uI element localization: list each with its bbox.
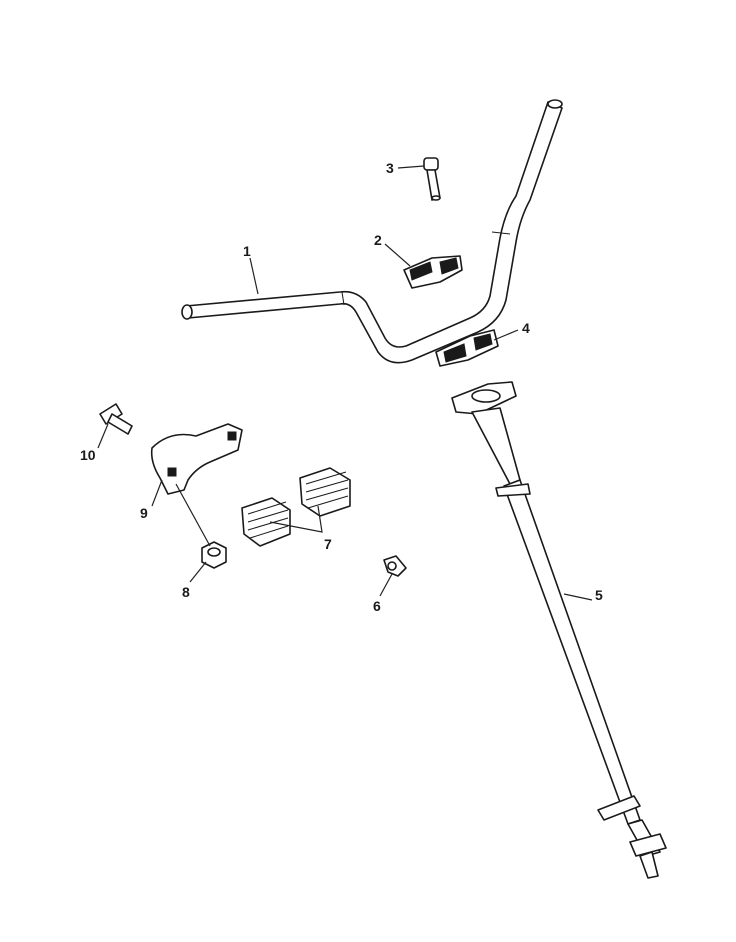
leader-8 bbox=[189, 561, 207, 583]
callout-5: 5 bbox=[595, 587, 603, 603]
callout-1: 1 bbox=[243, 243, 251, 259]
leader-9 bbox=[151, 479, 163, 507]
leader-6 bbox=[379, 573, 393, 597]
leader-3 bbox=[397, 165, 425, 169]
callout-6: 6 bbox=[373, 598, 381, 614]
callout-3: 3 bbox=[386, 160, 394, 176]
cushion-pads bbox=[241, 467, 351, 547]
handlebar bbox=[181, 99, 563, 364]
leader-10 bbox=[97, 423, 109, 449]
callout-2: 2 bbox=[374, 232, 382, 248]
leader-9b bbox=[175, 483, 211, 547]
leader-5 bbox=[563, 593, 593, 601]
callout-4: 4 bbox=[522, 320, 530, 336]
lower-handlebar-clamp bbox=[435, 329, 499, 367]
flange-nut bbox=[201, 541, 227, 569]
leader-7 bbox=[269, 505, 323, 533]
leader-1 bbox=[249, 257, 259, 295]
leader-4 bbox=[493, 329, 519, 341]
steering-post bbox=[451, 381, 667, 879]
leader-lines bbox=[97, 165, 593, 601]
callout-7: 7 bbox=[324, 536, 332, 552]
bracket-bolt bbox=[99, 403, 133, 435]
callout-10: 10 bbox=[80, 447, 96, 463]
callout-8: 8 bbox=[182, 584, 190, 600]
callout-9: 9 bbox=[140, 505, 148, 521]
handlebar-clamp-bolt bbox=[423, 157, 441, 201]
upper-handlebar-clamp bbox=[403, 255, 463, 289]
leader-2 bbox=[384, 243, 411, 267]
mounting-bracket bbox=[150, 423, 243, 495]
callout-labels: 1 2 3 4 5 6 7 8 9 10 bbox=[80, 160, 603, 614]
fitting bbox=[383, 555, 407, 577]
